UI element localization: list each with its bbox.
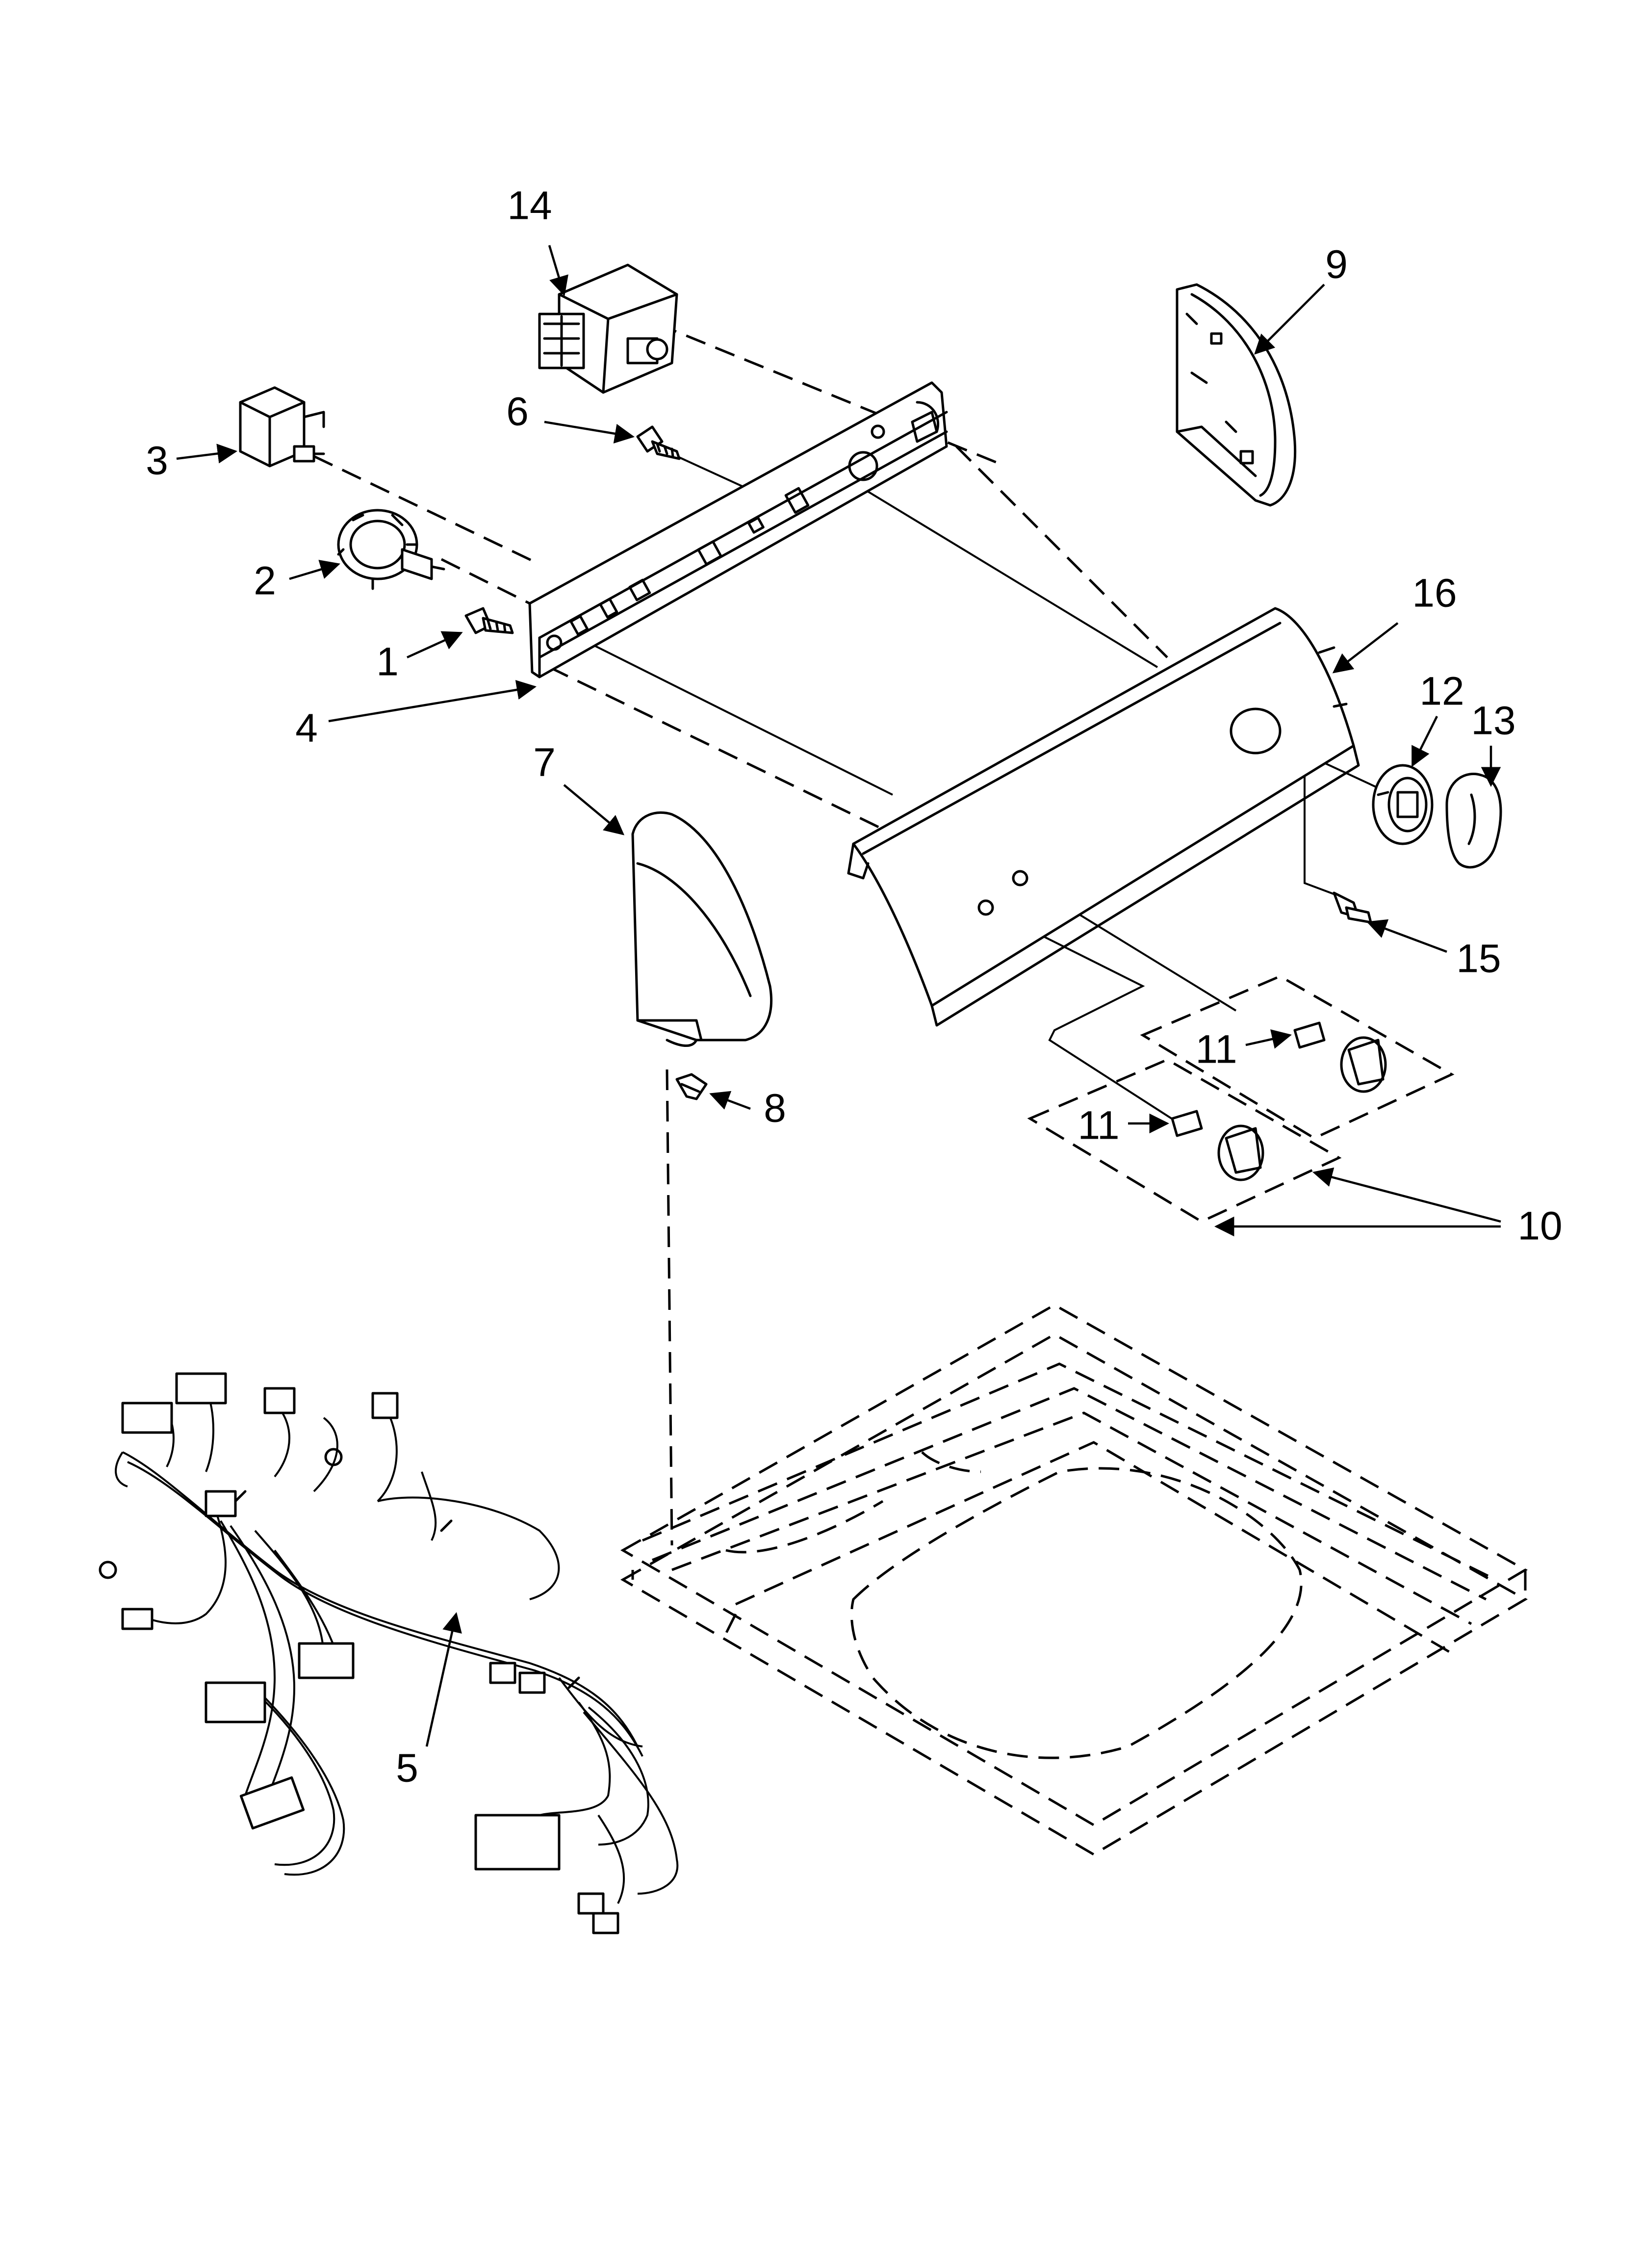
control-bracket-part <box>528 381 948 678</box>
console-part <box>847 607 1360 1027</box>
end-cap-left-part <box>631 811 773 1047</box>
knob-ring-part <box>1372 764 1434 845</box>
knob-kit-boxes <box>1027 975 1455 1223</box>
callout-10: 10 <box>1517 1204 1562 1249</box>
screw-part-15 <box>1333 891 1372 924</box>
callout-3: 3 <box>146 439 168 483</box>
callout-4: 4 <box>295 706 318 751</box>
callout-15: 15 <box>1456 937 1501 981</box>
callout-2: 2 <box>254 559 276 603</box>
callout-6: 6 <box>506 390 529 434</box>
callout-5: 5 <box>396 1746 418 1791</box>
callout-leaders <box>176 245 1501 1747</box>
timer-part <box>538 263 678 394</box>
connector <box>121 1402 173 1434</box>
callout-12: 12 <box>1419 669 1464 714</box>
screw-part-1 <box>464 607 514 634</box>
selector-part <box>337 509 445 590</box>
wire-harness-part <box>99 1372 679 1934</box>
callout-labels: 14 6 3 2 1 4 9 16 12 13 15 7 8 11 11 10 … <box>146 183 1562 1791</box>
alignment-lines <box>313 322 1393 1546</box>
callout-8: 8 <box>764 1086 786 1131</box>
callout-14: 14 <box>507 183 552 228</box>
callout-7: 7 <box>533 740 556 785</box>
knob-part <box>1445 773 1502 869</box>
callout-11-lower: 11 <box>1078 1103 1119 1148</box>
callout-16: 16 <box>1412 571 1457 616</box>
washer-top-outline <box>620 1303 1528 1856</box>
callout-13: 13 <box>1471 699 1515 743</box>
callout-11-upper: 11 <box>1195 1027 1237 1072</box>
small-knob-part-lower <box>1171 1110 1264 1181</box>
small-knob-part-upper <box>1293 1021 1387 1093</box>
screw-part-6 <box>636 425 681 460</box>
clip-part <box>675 1073 708 1100</box>
callout-1: 1 <box>376 640 399 684</box>
switch-part <box>239 386 325 468</box>
callout-9: 9 <box>1325 242 1348 287</box>
end-cap-right-part <box>1176 283 1297 507</box>
